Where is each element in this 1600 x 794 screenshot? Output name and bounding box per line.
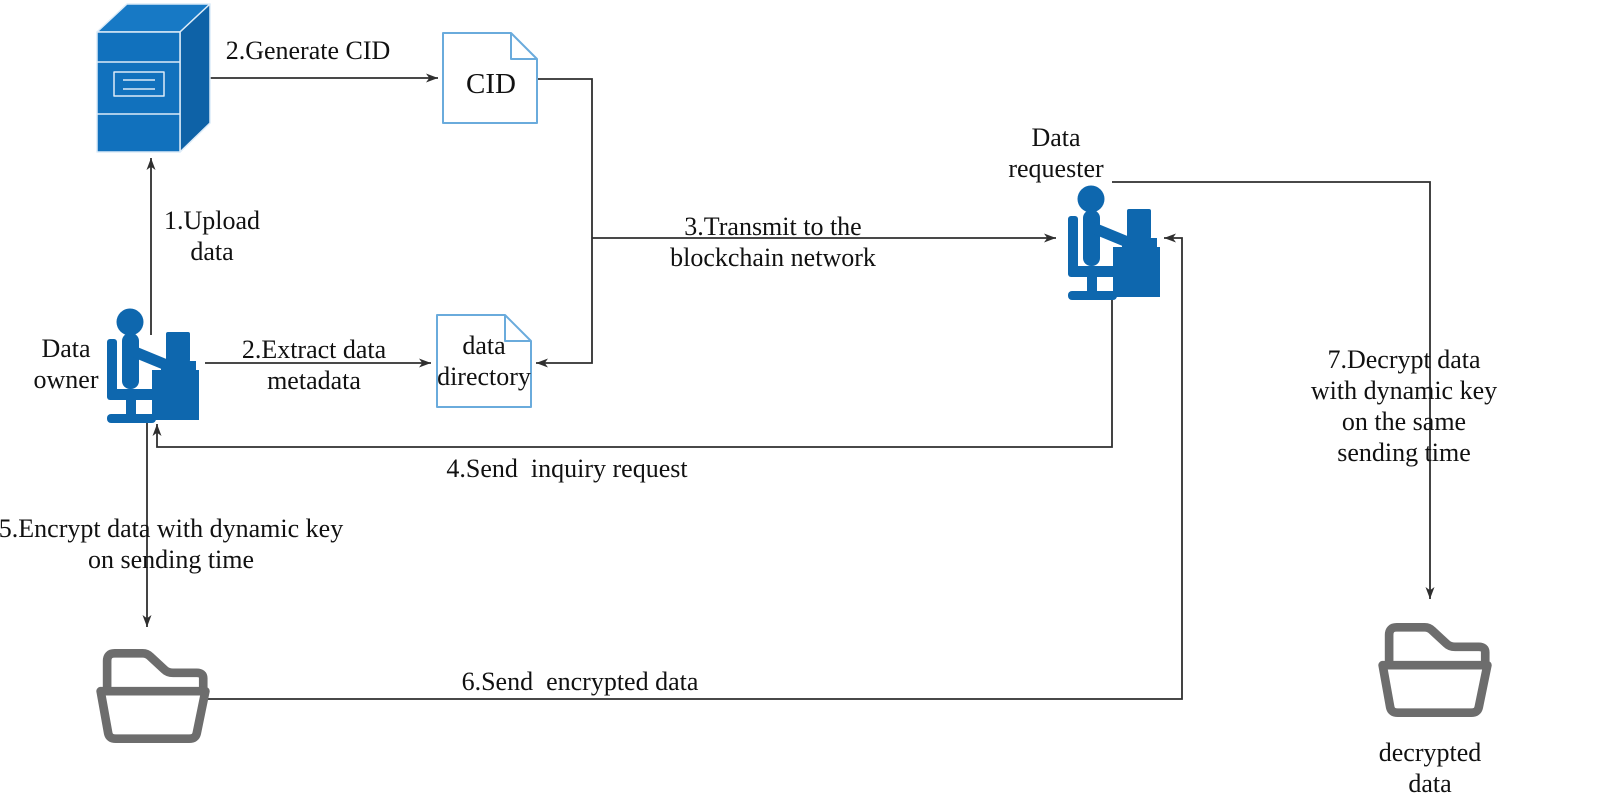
edge-label-transmit-blockchain: 3.Transmit to the blockchain network [670,212,876,272]
server-3d-icon [96,3,211,153]
cid-document-icon [442,32,538,124]
edge-label-upload-data: 1.Upload data [163,206,261,266]
arrow-decrypt-data [1112,181,1435,599]
edge-label-send-encrypted: 6.Send encrypted data [461,667,699,696]
node-label-data-owner: Data owner [33,334,99,394]
node-label-data-directory: data directory [437,331,531,391]
edge-label-extract-metadata: 2.Extract data metadata [241,335,387,395]
arrow-send-encrypted [206,233,1183,700]
node-label-cid: CID [466,68,516,100]
edge-label-encrypt-data: 5.Encrypt data with dynamic key on sendi… [0,514,344,574]
decrypted-data-folder-icon [1383,627,1488,712]
encrypted-data-folder-icon [101,653,206,738]
arrow-cid-to-data-directory [536,78,593,368]
data-requester-icon [1068,186,1160,301]
data-directory-document-icon [436,314,532,408]
edge-label-send-inquiry: 4.Send inquiry request [446,454,688,483]
edge-label-generate-cid: 2.Generate CID [225,36,391,65]
node-label-decrypted-data: decrypted data [1378,738,1482,794]
edge-label-decrypt-data: 7.Decrypt data with dynamic key on the s… [1310,345,1498,467]
node-label-data-requester: Data requester [1008,123,1104,183]
arrow-send-inquiry [152,297,1113,448]
data-owner-icon [107,309,199,424]
